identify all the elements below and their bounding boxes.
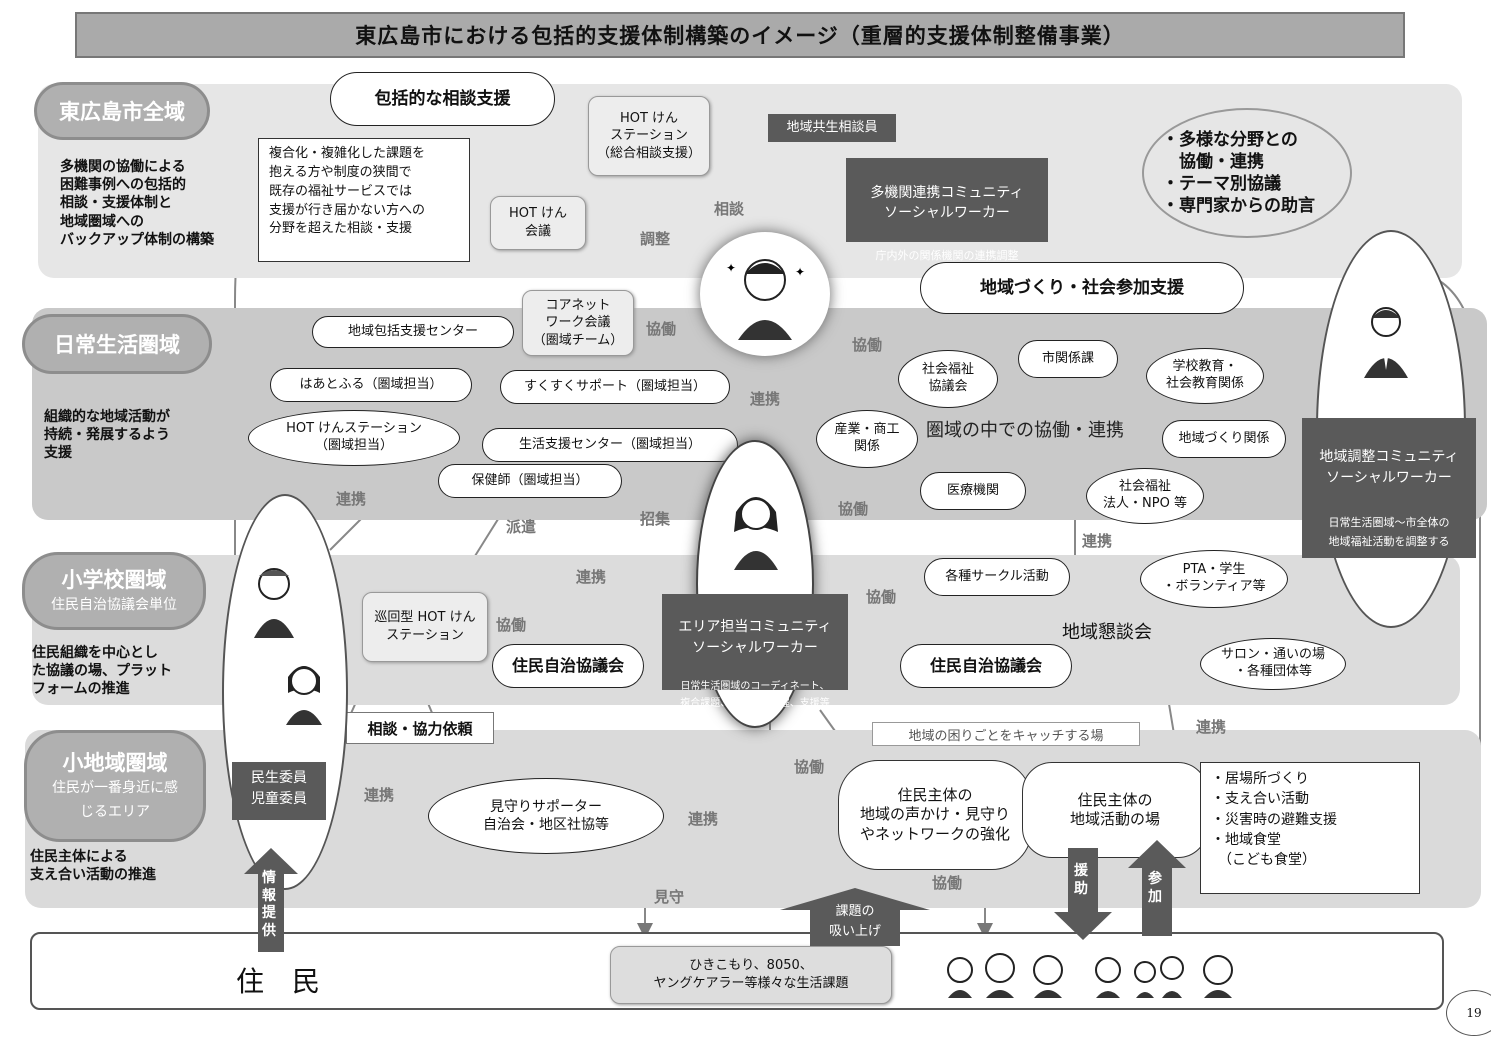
welfare-corp-npo: 社会福祉 法人・NPO 等 — [1086, 468, 1204, 524]
area-cswr-person-icon — [1346, 300, 1426, 380]
industry-commerce: 産業・商工 関係 — [816, 410, 918, 468]
level-desc-elementary: 住民組織を中心とし た協議の場、プラット フォームの推進 — [32, 645, 172, 698]
svg-text:✦: ✦ — [726, 261, 736, 275]
community-development: 地域づくり関係 — [1162, 420, 1286, 458]
hot-station-central: HOT けん ステーション （総合相談支援） — [588, 96, 710, 176]
pta-students-volunteers: PTA・学生 ・ボランティア等 — [1140, 550, 1288, 608]
page-number: 19 — [1446, 990, 1491, 1036]
hot-meeting: HOT けん 会議 — [490, 196, 586, 250]
sukusuku-support: すくすくサポート（圏域担当） — [500, 370, 730, 404]
consult-support-desc: 複合化・複雑化した課題を 抱える方や制度の狭間で 既存の福祉サービスでは 支援が… — [258, 138, 470, 262]
community-roundtable: 地域懇談会 — [1062, 622, 1152, 643]
consult-support-title: 包括的な相談支援 — [330, 72, 555, 126]
label-chousei: 調整 — [640, 230, 671, 248]
label-haken: 派遣 — [506, 518, 537, 536]
social-welfare-council: 社会福祉 協議会 — [898, 350, 998, 408]
multi-cswr-person-icon: ✦✦ — [700, 232, 830, 356]
label-kyodo-patrol: 協働 — [496, 616, 527, 634]
area-cswr-female-person-icon — [716, 482, 796, 572]
page-title: 東広島市における包括的支援体制構築のイメージ（重層的支援体制整備事業） — [75, 12, 1405, 58]
chiiki-center: 地域包括支援センター — [312, 316, 514, 348]
watch-supporters: 見守りサポーター 自治会・地区社協等 — [428, 778, 664, 854]
level-label-city: 東広島市全域 — [34, 82, 210, 140]
info-provide-arrow: 情 報 提 供 — [244, 848, 298, 952]
label-kyodo-catch: 協働 — [794, 758, 825, 776]
label-kyodo-medical: 協働 — [838, 500, 869, 518]
help-arrow: 援 助 — [1054, 848, 1112, 940]
label-renkei-npo: 連携 — [1082, 532, 1113, 550]
medical-institutions: 医療機関 — [920, 472, 1026, 510]
label-renkei-small: 連携 — [364, 786, 395, 804]
school-education: 学校教育・ 社会教育関係 — [1146, 348, 1264, 404]
patrol-hot-station: 巡回型 HOT けん ステーション — [362, 592, 488, 662]
volunteer-oval — [222, 494, 348, 890]
multi-agency-cswr: 多機関連携コミュニティ ソーシャルワーカー 庁内外の関係機関の連携調整 — [846, 158, 1048, 262]
residents-council-2: 住民自治協議会 — [900, 644, 1072, 688]
level-desc-small: 住民主体による 支え合い活動の推進 — [30, 849, 156, 884]
male-volunteer-person-icon — [244, 560, 304, 640]
label-soudan: 相談 — [714, 200, 745, 218]
activity-list: ・居場所づくり ・支え合い活動 ・災害時の避難支援 ・地域食堂 （こども食堂） — [1200, 762, 1420, 894]
life-issues: ひきこもり、8050、 ヤングケアラー等様々な生活課題 — [610, 946, 892, 1004]
label-kyodo-shakyo: 協働 — [852, 336, 883, 354]
area-charge-cswr: エリア担当コミュニティ ソーシャルワーカー 日常生活圏域のコーディネート、 複合… — [662, 594, 848, 709]
label-shoushuu: 招集 — [640, 510, 671, 528]
join-arrow: 参 加 — [1128, 840, 1186, 936]
residents-council-1: 住民自治協議会 — [492, 644, 644, 688]
catch-issues-place: 地域の困りごとをキャッチする場 — [872, 722, 1140, 746]
community-support-title: 地域づくり・社会参加支援 — [920, 262, 1244, 314]
female-volunteer-person-icon — [274, 655, 334, 727]
residents-group-icon — [940, 944, 1240, 1000]
life-support-center: 生活支援センター（圏域担当） — [482, 428, 738, 462]
level-desc-daily: 組織的な地域活動が 持続・発展するよう 支援 — [44, 409, 170, 462]
resident-activity-place: 住民主体の 地域活動の場 — [1022, 762, 1208, 858]
hot-station-area: HOT けんステーション （圏域担当） — [248, 410, 460, 466]
level-label-small: 小地域圏域住民が一番身近に感 じるエリア — [24, 730, 206, 842]
area-coordination-cswr: 地域調整コミュニティ ソーシャルワーカー 日常生活圏域～市全体の 地域福祉活動を… — [1302, 418, 1476, 558]
svg-text:✦: ✦ — [795, 265, 805, 279]
label-kyodo-core: 協働 — [646, 320, 677, 338]
consult-request: 相談・協力依頼 — [346, 712, 494, 744]
haatofuru: はあとふる（圏域担当） — [270, 368, 472, 402]
resident-led-watch: 住民主体の 地域の声かけ・見守り やネットワークの強化 — [838, 760, 1032, 870]
label-renkei-left: 連携 — [336, 490, 367, 508]
public-health-nurse: 保健師（圏域担当） — [438, 464, 622, 498]
welfare-commissioners: 民生委員 児童委員 — [232, 762, 326, 820]
label-renkei-center: 連携 — [750, 390, 781, 408]
core-network-meeting: コアネット ワーク会議 （圏域チーム） — [522, 290, 634, 356]
salon-groups: サロン・通いの場 ・各種団体等 — [1200, 638, 1346, 690]
label-kyodo-circle: 協働 — [866, 588, 897, 606]
circle-activities: 各種サークル活動 — [924, 558, 1070, 596]
label-renkei-elem: 連携 — [576, 568, 607, 586]
regional-counselor: 地域共生相談員 — [768, 114, 896, 142]
label-kyodo-voice: 協働 — [932, 874, 963, 892]
pickup-arrow: 課題の 吸い上げ — [780, 888, 930, 946]
level-label-elementary: 小学校圏域住民自治協議会単位 — [22, 552, 206, 630]
collaboration-within-area: 圏域の中での協働・連携 — [926, 420, 1124, 441]
city-departments: 市関係課 — [1018, 340, 1118, 378]
diverse-collaboration: ・多様な分野との 協働・連携 ・テーマ別協議 ・専門家からの助言 — [1142, 108, 1352, 238]
level-label-daily: 日常生活圏域 — [22, 314, 212, 374]
level-desc-city: 多機関の協働による 困難事例への包括的 相談・支援体制と 地域圏域への バックア… — [60, 159, 214, 248]
label-renkei-watch: 連携 — [688, 810, 719, 828]
label-mimamori: 見守 — [654, 888, 685, 906]
residents-label: 住 民 — [236, 965, 321, 998]
label-renkei-salon: 連携 — [1196, 718, 1227, 736]
